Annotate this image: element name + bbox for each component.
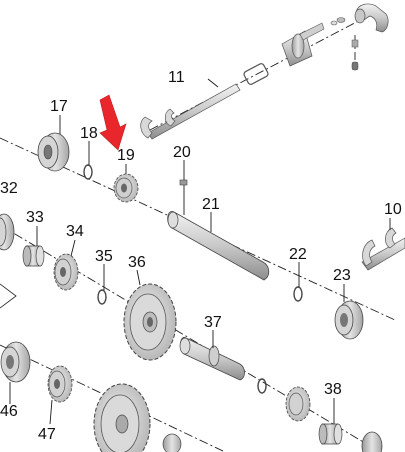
part-11-shift-rod xyxy=(140,17,346,140)
part-20-pin xyxy=(179,179,188,186)
callout-17: 17 xyxy=(50,98,68,115)
part-large-gear-bottom xyxy=(93,383,151,452)
part-17-bearing xyxy=(37,132,70,172)
part-18-circlip xyxy=(83,164,93,180)
callout-34: 34 xyxy=(66,223,84,240)
callout-11: 11 xyxy=(168,69,185,86)
part-35-washer xyxy=(97,289,107,305)
part-34-gear xyxy=(53,253,79,291)
callout-37: 37 xyxy=(204,314,222,331)
part-37-shaft xyxy=(179,336,245,381)
highlight-arrow xyxy=(99,94,127,151)
view-direction-mark xyxy=(0,283,17,309)
callout-33: 33 xyxy=(26,209,44,226)
callout-47: 47 xyxy=(38,426,56,443)
callout-23: 23 xyxy=(333,267,351,284)
callout-32: 32 xyxy=(0,180,18,197)
part-21-shaft xyxy=(167,210,270,281)
callout-19: 19 xyxy=(117,147,135,164)
part-10-shift-fork xyxy=(361,227,405,271)
callout-20: 20 xyxy=(173,144,191,161)
part-32-bearing xyxy=(0,213,15,251)
leader-lines xyxy=(9,78,391,425)
callout-22: 22 xyxy=(289,246,307,263)
callout-10: 10 xyxy=(384,201,402,218)
callout-labels: 10 11 17 18 19 20 21 22 23 32 33 34 35 3… xyxy=(0,69,402,443)
part-38-needle-bearing xyxy=(318,423,343,445)
callout-36: 36 xyxy=(128,254,146,271)
part-33-needle-bearing xyxy=(22,245,45,267)
part-hub-bottom xyxy=(162,433,182,452)
part-46-bearing xyxy=(0,341,31,383)
callout-18: 18 xyxy=(80,125,98,142)
part-47-gear xyxy=(47,365,73,403)
part-36-large-gear xyxy=(123,283,177,361)
part-gear-right xyxy=(285,386,311,422)
part-19-small-gear xyxy=(113,173,139,203)
callout-38: 38 xyxy=(324,381,342,398)
part-shift-lever xyxy=(351,3,389,71)
part-22-circlip xyxy=(293,286,303,302)
callout-21: 21 xyxy=(202,196,220,213)
callout-46: 46 xyxy=(0,403,18,420)
part-23-bearing xyxy=(334,300,364,340)
part-bearing-bottom-right xyxy=(361,431,383,452)
part-shaft-washer xyxy=(257,378,267,394)
callout-35: 35 xyxy=(95,248,113,265)
